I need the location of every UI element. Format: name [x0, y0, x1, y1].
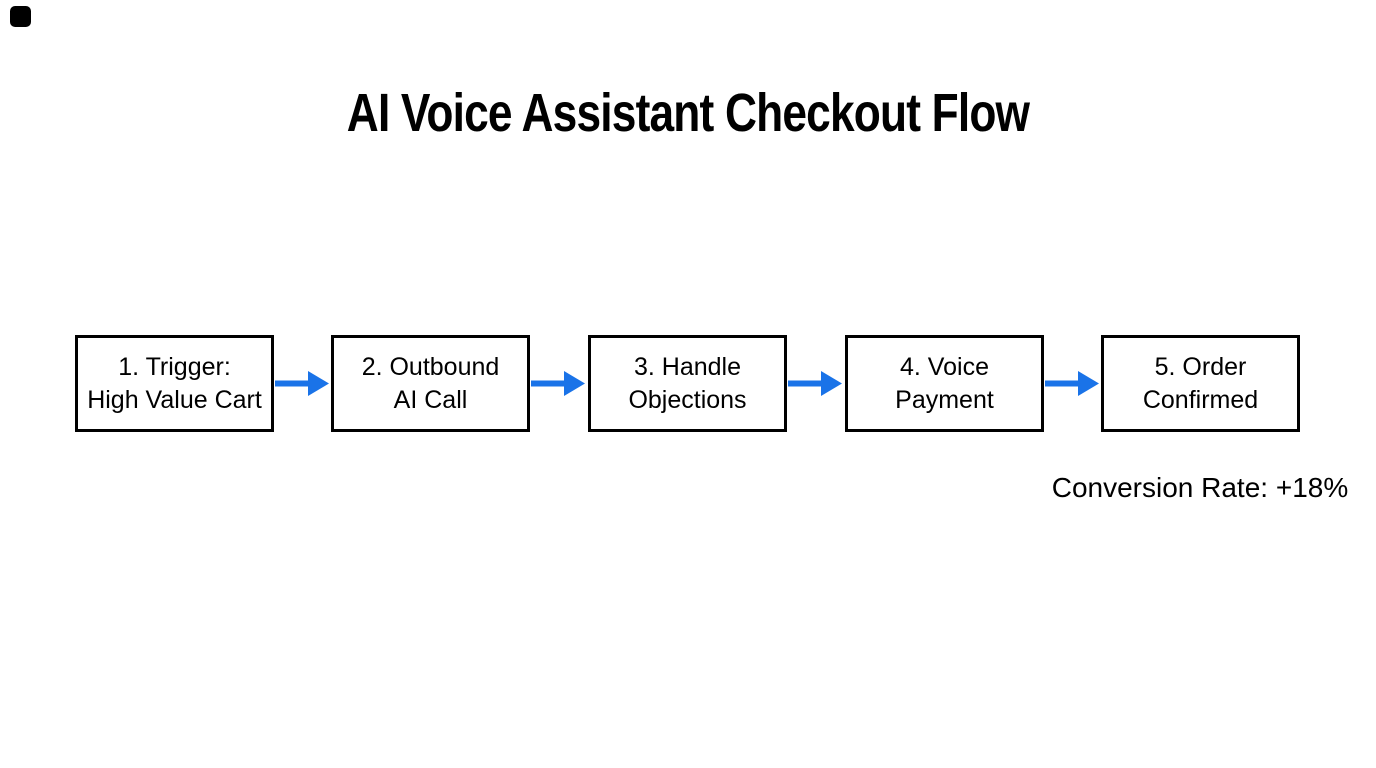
flow-step-trigger-high-value-cart: 1. Trigger: High Value Cart — [75, 335, 274, 432]
flow-step-label-line1: 2. Outbound — [361, 352, 500, 381]
flow-arrow-1-to-2-icon — [275, 371, 329, 396]
flow-step-label-line1: 1. Trigger: — [118, 352, 231, 381]
flow-step-label-line1: 4. Voice — [900, 352, 989, 381]
flow-step-label-line2: Payment — [895, 385, 994, 414]
flow-arrow-2-to-3-icon — [531, 371, 585, 396]
flow-step-order-confirmed: 5. Order Confirmed — [1101, 335, 1300, 432]
page-title: AI Voice Assistant Checkout Flow — [346, 83, 1030, 143]
arrow-head — [564, 371, 585, 396]
conversion-rate-annotation: Conversion Rate: +18% — [1051, 472, 1349, 503]
arrow-head — [1078, 371, 1099, 396]
flow-arrow-4-to-5-icon — [1045, 371, 1099, 396]
arrow-head — [821, 371, 842, 396]
flow-arrow-3-to-4-icon — [788, 371, 842, 396]
flow-step-label-line2: AI Call — [393, 385, 468, 414]
arrow-head — [308, 371, 329, 396]
flow-step-handle-objections: 3. Handle Objections — [588, 335, 787, 432]
corner-mark — [10, 6, 31, 27]
flow-step-label-line1: 5. Order — [1154, 352, 1247, 381]
flow-step-label-line1: 3. Handle — [633, 352, 742, 381]
flow-step-label-line2: Confirmed — [1142, 385, 1259, 414]
flow-step-label-line2: Objections — [628, 385, 747, 414]
flow-step-voice-payment: 4. Voice Payment — [845, 335, 1044, 432]
flow-step-label-line2: High Value Cart — [87, 385, 262, 414]
flow-step-outbound-ai-call: 2. Outbound AI Call — [331, 335, 530, 432]
